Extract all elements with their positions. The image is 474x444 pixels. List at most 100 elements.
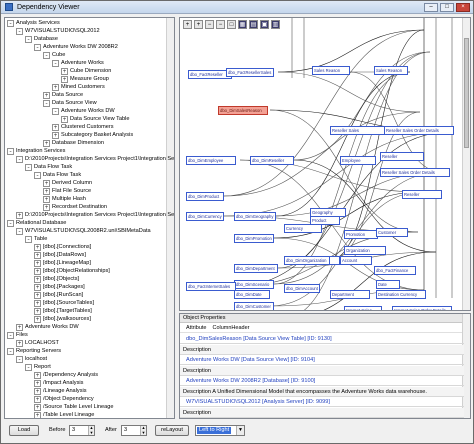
diagram-node[interactable]: dbo_FactFinance <box>374 266 416 275</box>
expand-icon[interactable]: + <box>34 411 41 419</box>
relayout-button[interactable]: reLayout <box>155 425 189 436</box>
diagram-node[interactable]: Reseller <box>380 152 424 161</box>
diagram-tool-icon[interactable]: ▤ <box>249 20 258 29</box>
expand-icon[interactable]: + <box>34 275 41 283</box>
diagram-node[interactable]: dbo_DimOrganization <box>284 256 330 265</box>
spinner-arrows-icon[interactable]: ▲▼ <box>140 425 146 435</box>
diagram-node[interactable]: dbo_DimPromotion <box>234 234 274 243</box>
tree-node[interactable]: +[dbo].[Connections] <box>34 243 91 251</box>
load-button[interactable]: Load <box>9 425 39 436</box>
diagram-node[interactable]: dbo_DimReseller <box>250 156 294 165</box>
collapse-icon[interactable]: - <box>16 227 23 235</box>
tree-node[interactable]: -Data Flow Task <box>25 163 72 171</box>
diagram-node[interactable]: dbo_DimCustomer <box>234 302 274 310</box>
expand-icon[interactable]: + <box>61 67 68 75</box>
tree-node[interactable]: +Measure Group <box>61 75 109 83</box>
collapse-icon[interactable]: - <box>7 147 14 155</box>
diagram-tool-icon[interactable]: − <box>205 20 214 29</box>
diagram-node[interactable]: Reseller Sales <box>330 126 388 135</box>
close-button[interactable]: × <box>456 3 470 12</box>
diagram-scrollbar[interactable] <box>462 18 470 310</box>
diagram-node[interactable]: dbo_DimDepartment <box>234 264 278 273</box>
tree-node[interactable]: -Integration Services <box>7 147 65 155</box>
tree-node[interactable]: +Data Source <box>43 91 83 99</box>
tree-node[interactable]: +Subcategory Basket Analysis <box>52 131 133 139</box>
tree-node[interactable]: -D:\2010Projects\Integration Services Pr… <box>16 155 174 163</box>
expand-icon[interactable]: + <box>34 307 41 315</box>
diagram-tool-icon[interactable]: + <box>183 20 192 29</box>
property-object-link[interactable]: W7VISUALSTUDIO\SQL2012 [Analysis Server]… <box>180 397 464 407</box>
expand-icon[interactable]: + <box>34 387 41 395</box>
tree-node[interactable]: -localhost <box>16 355 47 363</box>
tree-node[interactable]: +[dbo].[LineageMap] <box>34 259 91 267</box>
expand-icon[interactable]: + <box>61 75 68 83</box>
collapse-icon[interactable]: - <box>25 235 32 243</box>
tree-node[interactable]: +[dbo].[TargetTables] <box>34 307 92 315</box>
collapse-icon[interactable]: - <box>7 19 14 27</box>
diagram-node[interactable]: dbo_FactInternetSales <box>186 282 236 291</box>
diagram-node[interactable]: Sales Reason <box>312 66 350 75</box>
tree-node[interactable]: +Data Source View Table <box>61 115 130 123</box>
tree-node[interactable]: +[dbo].[Packages] <box>34 283 85 291</box>
diagram-node[interactable]: Reseller Sales Order Details <box>380 168 450 177</box>
expand-icon[interactable]: + <box>34 267 41 275</box>
layout-direction-select[interactable]: Left to Right ▼ <box>195 425 245 436</box>
expand-icon[interactable]: + <box>43 203 50 211</box>
tree-node[interactable]: +Recordset Destination <box>43 203 107 211</box>
expand-icon[interactable]: + <box>43 91 50 99</box>
column-attribute[interactable]: Attribute <box>186 325 207 331</box>
diagram-tool-icon[interactable]: ▣ <box>260 20 269 29</box>
expand-icon[interactable]: + <box>34 395 41 403</box>
diagram-node[interactable]: Organization <box>344 246 386 255</box>
expand-icon[interactable]: + <box>52 131 59 139</box>
expand-icon[interactable]: + <box>16 323 23 331</box>
expand-icon[interactable]: + <box>43 139 50 147</box>
tree-node[interactable]: -W7VISUALSTUDIO\SQL2012 <box>16 27 100 35</box>
tree-node[interactable]: +Clustered Customers <box>52 123 114 131</box>
object-tree[interactable]: -Analysis Services-W7VISUALSTUDIO\SQL201… <box>4 17 175 419</box>
diagram-node[interactable]: dbo_DimProduct <box>186 192 224 201</box>
tree-node[interactable]: +/Impact Analysis <box>34 379 83 387</box>
expand-icon[interactable]: + <box>43 195 50 203</box>
tree-node[interactable]: +Flat File Source <box>43 187 91 195</box>
tree-node[interactable]: +[dbo].[SourceTables] <box>34 299 94 307</box>
diagram-node[interactable]: dbo_FactResellerSales <box>226 68 274 77</box>
tree-node[interactable]: -Adventure Works DW 2008R2 <box>34 43 118 51</box>
tree-node[interactable]: +[dbo].[Objects] <box>34 275 79 283</box>
expand-icon[interactable]: + <box>34 315 41 323</box>
expand-icon[interactable]: + <box>52 83 59 91</box>
diagram-node[interactable]: dbo_DimScenario <box>234 280 274 289</box>
expand-icon[interactable]: + <box>34 283 41 291</box>
collapse-icon[interactable]: - <box>52 59 59 67</box>
maximize-button[interactable]: □ <box>440 3 454 12</box>
after-spinner[interactable]: 3 ▲▼ <box>121 425 147 436</box>
tree-node[interactable]: -Adventure Works <box>52 59 104 67</box>
tree-node[interactable]: -Database <box>25 35 58 43</box>
property-object-link[interactable]: Adventure Works DW [Data Source View] [I… <box>180 355 464 365</box>
tree-node[interactable]: +/Dependency Analysis <box>34 371 98 379</box>
collapse-icon[interactable]: - <box>7 331 14 339</box>
tree-node[interactable]: +Adventure Works DW <box>16 323 79 331</box>
expand-icon[interactable]: + <box>16 211 23 219</box>
diagram-node[interactable]: Account <box>340 256 372 265</box>
diagram-tool-icon[interactable]: ▦ <box>238 20 247 29</box>
tree-node[interactable]: +Database Dimension <box>43 139 104 147</box>
tree-node[interactable]: -Data Flow Task <box>34 171 81 179</box>
collapse-icon[interactable]: - <box>16 27 23 35</box>
diagram-node[interactable]: Employee <box>340 156 376 165</box>
expand-icon[interactable]: + <box>34 259 41 267</box>
collapse-icon[interactable]: - <box>43 51 50 59</box>
diagram-node[interactable]: Department <box>330 290 370 299</box>
expand-icon[interactable]: + <box>34 371 41 379</box>
collapse-icon[interactable]: - <box>34 171 41 179</box>
collapse-icon[interactable]: - <box>7 347 14 355</box>
tree-node[interactable]: -W7VISUALSTUDIO\SQL2008R2.uni\SBIMetaDat… <box>16 227 151 235</box>
tree-node[interactable]: -Reporting Servers <box>7 347 61 355</box>
tree-node[interactable]: +Mined Customers <box>52 83 105 91</box>
collapse-icon[interactable]: - <box>25 163 32 171</box>
diagram-node[interactable]: Promotion <box>344 230 378 239</box>
tree-node[interactable]: -Analysis Services <box>7 19 60 27</box>
before-spinner[interactable]: 3 ▲▼ <box>69 425 95 436</box>
diagram-node[interactable]: Reseller Sales Order Details <box>384 126 454 135</box>
